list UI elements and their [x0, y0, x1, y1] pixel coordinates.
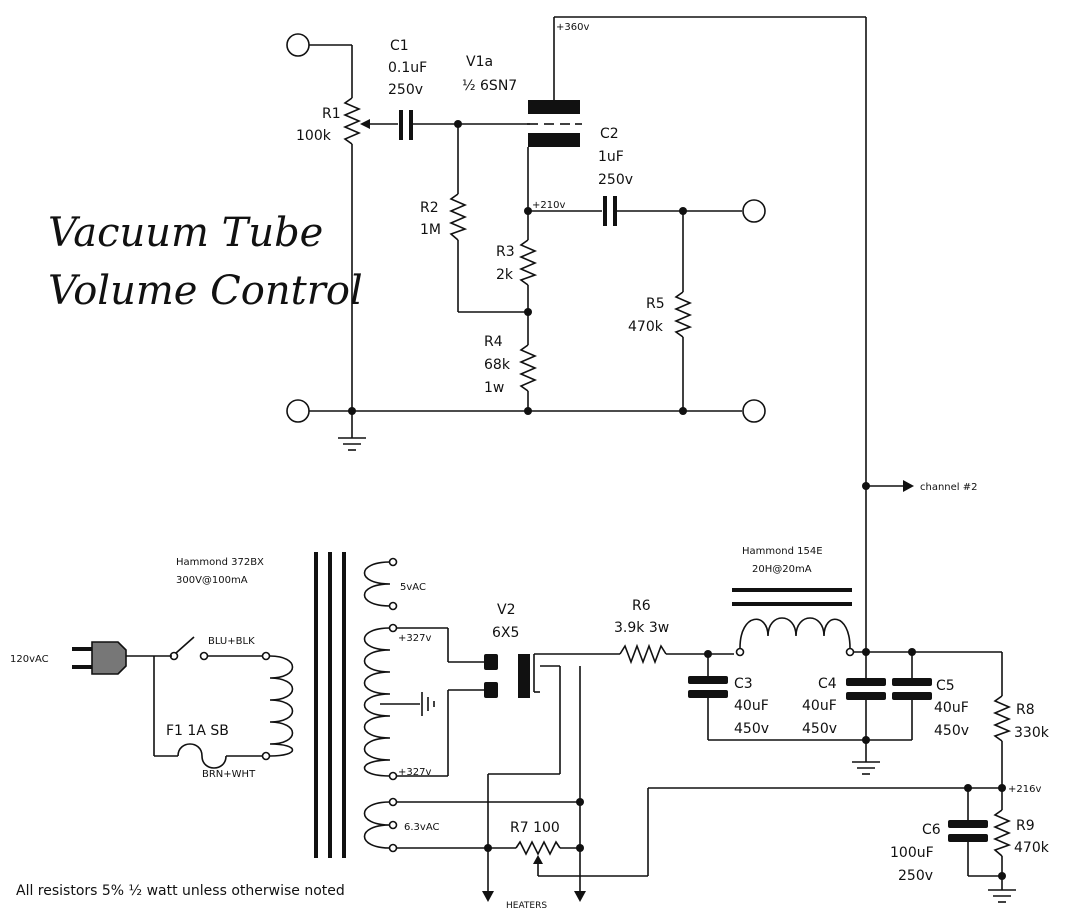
c3-label: C3: [734, 676, 753, 692]
c6-voltage: 250v: [898, 868, 933, 884]
r2-resistor: [448, 193, 468, 241]
r6-value: 3.9k 3w: [614, 620, 669, 636]
c6-value: 100uF: [890, 845, 934, 861]
r8-value: 330k: [1014, 725, 1050, 741]
r2-label: R2: [420, 200, 439, 216]
amplifier-stage: R1 100k C1 0.1uF 250v V1a ½ 6SN7 +360v +…: [286, 16, 867, 652]
r6-resistor: [619, 643, 667, 665]
input-terminal: [286, 33, 310, 57]
r9-label: R9: [1016, 818, 1035, 834]
heaters-label: HEATERS: [506, 901, 547, 911]
v2-anode-2: [484, 682, 498, 698]
r5-resistor: [673, 291, 693, 338]
r6-label: R6: [632, 598, 651, 614]
r3-resistor: [518, 239, 538, 286]
c2-value: 1uF: [598, 149, 624, 165]
c2-voltage: 250v: [598, 172, 633, 188]
chassis-ground-icon: [421, 692, 435, 716]
r5-label: R5: [646, 296, 665, 312]
r4-resistor: [518, 344, 538, 392]
r9-value: 470k: [1014, 840, 1050, 856]
choke-label: Hammond 154E: [742, 546, 823, 557]
ground-symbol: [338, 437, 366, 451]
c5-capacitor: [892, 678, 932, 686]
r7-resistor: [515, 840, 561, 856]
input-ground-terminal: [286, 399, 310, 423]
c1-value: 0.1uF: [388, 60, 427, 76]
r2-value: 1M: [420, 222, 441, 238]
r8-label: R8: [1016, 702, 1035, 718]
r8-resistor: [992, 695, 1012, 742]
v1a-cathode: [528, 133, 580, 147]
c3-capacitor: [688, 676, 728, 684]
power-supply: 120vAC BLU+BLK F1 1A SB BRN+WHT Hammond …: [10, 546, 1050, 911]
r1-label: R1: [322, 106, 341, 122]
c2-label: C2: [600, 126, 619, 142]
n216-label: +216v: [1008, 784, 1041, 795]
c4-value: 40uF: [802, 698, 837, 714]
r7-label: R7 100: [510, 820, 560, 836]
choke-rating: 20H@20mA: [752, 564, 812, 575]
ac63-label: 6.3vAC: [404, 822, 439, 833]
channel2-label: channel #2: [920, 482, 978, 493]
transformer-label: Hammond 372BX: [176, 557, 264, 568]
r1-resistor: [342, 97, 362, 145]
transformer-rating: 300V@100mA: [176, 575, 248, 586]
f1-label: F1 1A SB: [166, 723, 229, 739]
resistor-note: All resistors 5% ½ watt unless otherwise…: [16, 883, 345, 899]
mains-label: 120vAC: [10, 654, 49, 665]
channel2-arrow-icon: [903, 480, 914, 492]
v1a-type: ½ 6SN7: [462, 78, 517, 94]
psu-ground-symbol: [852, 761, 880, 775]
r5-value: 470k: [628, 319, 664, 335]
ac5-label: 5vAC: [400, 582, 426, 593]
c3-voltage: 450v: [734, 721, 769, 737]
c5-value: 40uF: [934, 700, 969, 716]
c3-value: 40uF: [734, 698, 769, 714]
output-ground-terminal: [742, 399, 766, 423]
choke-winding: [739, 617, 851, 649]
v2-label: V2: [497, 602, 515, 618]
c6-label: C6: [922, 822, 941, 838]
v1a-label: V1a: [466, 54, 493, 70]
n210-label: +210v: [532, 200, 565, 211]
p327b-label: +327v: [398, 767, 431, 778]
c4-voltage: 450v: [802, 721, 837, 737]
plug-icon: [72, 641, 127, 675]
r3-value: 2k: [496, 267, 514, 283]
r4-label: R4: [484, 334, 503, 350]
v2-anode-1: [484, 654, 498, 670]
c4-capacitor: [846, 678, 886, 686]
brn-wht-label: BRN+WHT: [202, 769, 256, 780]
title-line-1: Vacuum Tube: [48, 210, 323, 256]
title-line-2: Volume Control: [48, 268, 363, 314]
r4-rating: 1w: [484, 380, 504, 396]
v1a-plate: [528, 100, 580, 114]
r9-resistor: [992, 809, 1012, 857]
c6-capacitor: [948, 820, 988, 828]
r9-ground-symbol: [988, 889, 1016, 903]
c5-label: C5: [936, 678, 955, 694]
b360-label: +360v: [556, 22, 589, 33]
v2-type: 6X5: [492, 625, 519, 641]
c1-label: C1: [390, 38, 409, 54]
c1-voltage: 250v: [388, 82, 423, 98]
r4-value: 68k: [484, 357, 511, 373]
r3-label: R3: [496, 244, 515, 260]
c4-label: C4: [818, 676, 837, 692]
p327a-label: +327v: [398, 633, 431, 644]
output-terminal: [742, 199, 766, 223]
r1-value: 100k: [296, 128, 332, 144]
v2-cathode: [518, 654, 530, 698]
c5-voltage: 450v: [934, 723, 969, 739]
blu-blk-label: BLU+BLK: [208, 636, 255, 647]
